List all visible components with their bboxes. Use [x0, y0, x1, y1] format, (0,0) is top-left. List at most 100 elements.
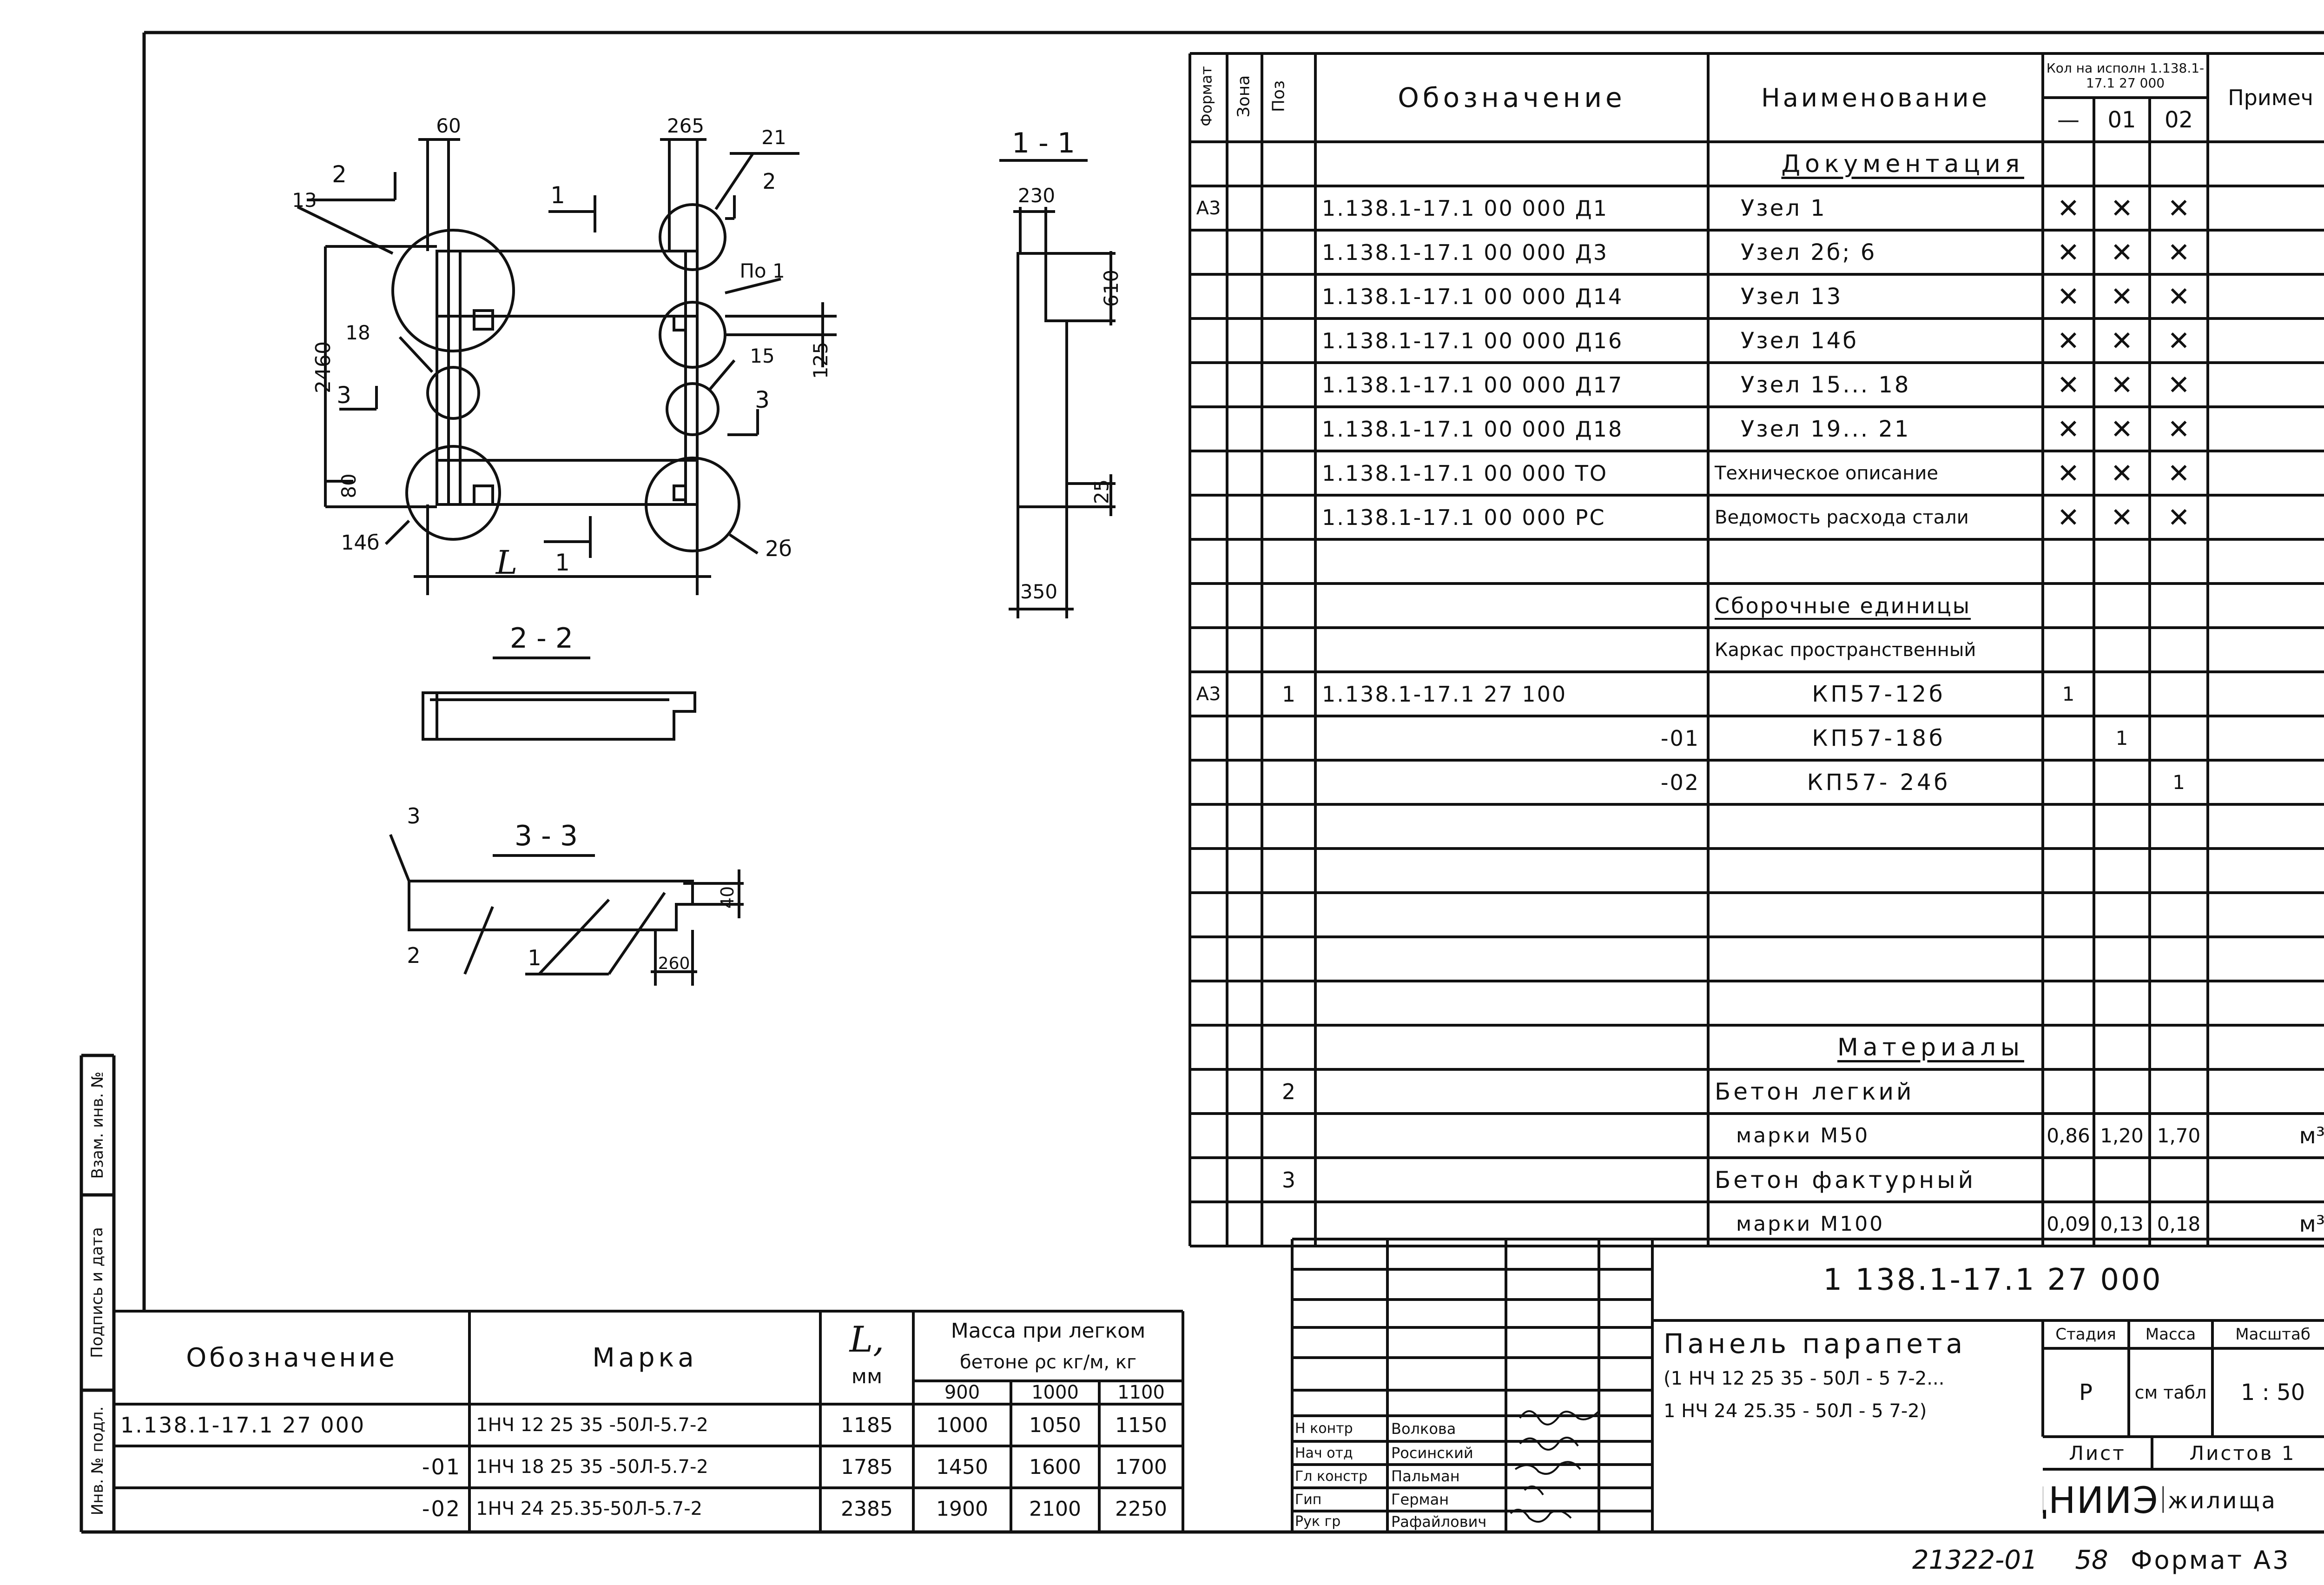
- bottom-cell-mass-1100: 1150: [1115, 1413, 1167, 1437]
- spec-cell-zone: [1227, 363, 1262, 407]
- spec-cell-designation: 1.138.1-17.1 00 000 ТО: [1322, 460, 1608, 486]
- spec-cell-qty-02: 1: [2172, 771, 2185, 794]
- spec-cell-qty: [2043, 937, 2094, 981]
- spec-cell-zone: [1227, 274, 1262, 318]
- spec-cell-qty-02: [2150, 672, 2208, 716]
- signature-name: Герман: [1391, 1491, 1449, 1508]
- spec-cell-pos: [1262, 584, 1315, 628]
- signature-name: Волкова: [1391, 1419, 1456, 1438]
- spec-cell-qty-01: [2094, 849, 2150, 893]
- spec-cell-format: [1190, 318, 1227, 363]
- signature-role: Н контр: [1295, 1420, 1353, 1437]
- spec-cell-qty-02: ✕: [2167, 457, 2190, 489]
- spec-cell-designation: 1.138.1-17.1 00 000 Д3: [1322, 239, 1609, 265]
- spec-cell-qty: ✕: [2057, 413, 2080, 445]
- bottom-cell-L: 1185: [841, 1413, 893, 1437]
- spec-cell-qty-01: [2094, 804, 2150, 849]
- spec-cell-note: [2208, 451, 2324, 495]
- spec-cell-note: [2208, 363, 2324, 407]
- signature-role: Гл констр: [1295, 1468, 1368, 1485]
- spec-cell-qty-01: ✕: [2110, 280, 2133, 312]
- spec-cell-format: [1190, 274, 1227, 318]
- spec-cell-qty-01: [2094, 539, 2150, 584]
- spec-cell-qty-02: [2150, 893, 2208, 937]
- section-3-3-callout-1: 1: [528, 945, 541, 970]
- spec-header-qty: Кол на исполн 1.138.1-17.1 27 000: [2046, 60, 2205, 91]
- spec-cell-qty-01: ✕: [2110, 192, 2133, 224]
- bottom-cell-mark: 1НЧ 24 25.35-50Л-5.7-2: [476, 1498, 703, 1519]
- spec-cell-qty-02: [2150, 849, 2208, 893]
- bottom-header-mass: Масса при легком: [951, 1319, 1146, 1343]
- spec-cell-note: м³: [2299, 1211, 2324, 1237]
- spec-cell-note: [2208, 672, 2324, 716]
- spec-cell-qty-01: [2094, 672, 2150, 716]
- spec-cell-qty: [2043, 584, 2094, 628]
- signature-name: Пальман: [1391, 1467, 1460, 1485]
- spec-cell-zone: [1227, 230, 1262, 274]
- spec-cell-name: Бетон фактурный: [1715, 1166, 1976, 1194]
- footer-format: Формат А3: [2131, 1545, 2291, 1575]
- spec-cell-name: [1708, 893, 2043, 937]
- spec-cell-pos: [1262, 628, 1315, 672]
- spec-cell-designation: [1315, 849, 1708, 893]
- spec-cell-qty-01: [2094, 142, 2150, 186]
- spec-cell-qty-02: [2150, 584, 2208, 628]
- spec-cell-designation: 1.138.1-17.1 00 000 Д18: [1322, 416, 1624, 442]
- title-stage: Р: [2079, 1379, 2093, 1406]
- spec-cell-format: А3: [1196, 683, 1221, 705]
- spec-cell-qty: [2043, 539, 2094, 584]
- spec-cell-format: [1190, 716, 1227, 760]
- spec-cell-qty: [2043, 1025, 2094, 1069]
- spec-header-designation: Обозначение: [1398, 82, 1626, 113]
- spec-cell-qty: 0,86: [2047, 1124, 2090, 1147]
- spec-cell-format: [1190, 495, 1227, 539]
- spec-cell-name: Узел 19... 21: [1741, 416, 1911, 442]
- spec-cell-qty-02: ✕: [2167, 501, 2190, 533]
- spec-header-name: Наименование: [1761, 83, 1990, 113]
- signature-role: Гип: [1295, 1491, 1322, 1508]
- spec-cell-format: [1190, 1025, 1227, 1069]
- spec-cell-pos: [1262, 407, 1315, 451]
- spec-cell-qty-01: ✕: [2110, 457, 2133, 489]
- callout-14b: 14б: [341, 531, 380, 555]
- title-mass-label: Масса: [2145, 1325, 2196, 1344]
- spec-cell-format: [1190, 1069, 1227, 1114]
- spec-cell-qty: ✕: [2057, 280, 2080, 312]
- spec-cell-designation: [1315, 893, 1708, 937]
- callout-2b: 2б: [765, 536, 792, 561]
- spec-cell-pos: [1262, 893, 1315, 937]
- bottom-cell-mass-1000: 1600: [1029, 1455, 1081, 1479]
- spec-cell-name: [1708, 539, 2043, 584]
- spec-cell-pos: [1262, 1025, 1315, 1069]
- bottom-cell-designation: 1.138.1-17.1 27 000: [120, 1413, 366, 1438]
- spec-cell-designation: [1315, 804, 1708, 849]
- spec-cell-note: [2208, 628, 2324, 672]
- section-3-3-title: 3 - 3: [514, 819, 578, 852]
- title-scale: 1 : 50: [2240, 1379, 2305, 1406]
- spec-cell-designation: 1.138.1-17.1 27 100: [1322, 681, 1567, 707]
- spec-cell-note: [2208, 760, 2324, 804]
- bottom-cell-mass-1000: 1050: [1029, 1413, 1081, 1437]
- spec-cell-qty-01: [2094, 760, 2150, 804]
- spec-cell-name: Узел 14б: [1741, 327, 1858, 354]
- spec-cell-format: [1190, 893, 1227, 937]
- spec-cell-qty-02: [2150, 981, 2208, 1025]
- spec-cell-designation: 1.138.1-17.1 00 000 РС: [1322, 504, 1606, 530]
- spec-cell-qty-01: ✕: [2110, 236, 2133, 268]
- spec-cell-pos: 2: [1281, 1079, 1296, 1104]
- spec-cell-qty: [2043, 628, 2094, 672]
- footer-doc-no: 21322-01: [1912, 1545, 2038, 1575]
- spec-cell-zone: [1227, 1025, 1262, 1069]
- signatures: [1510, 1410, 1600, 1523]
- dim-230: 230: [1017, 184, 1056, 207]
- spec-cell-zone: [1227, 451, 1262, 495]
- dim-265: 265: [667, 114, 705, 137]
- spec-cell-qty-01: ✕: [2110, 369, 2133, 401]
- bottom-cell-mass-900: 1900: [936, 1497, 988, 1521]
- spec-cell-designation: [1315, 1025, 1708, 1069]
- spec-cell-zone: [1227, 186, 1262, 230]
- spec-cell-pos: [1262, 363, 1315, 407]
- dim-40: 40: [717, 886, 738, 909]
- spec-cell-qty-01: [2094, 981, 2150, 1025]
- spec-header-pos: Поз: [1269, 80, 1288, 113]
